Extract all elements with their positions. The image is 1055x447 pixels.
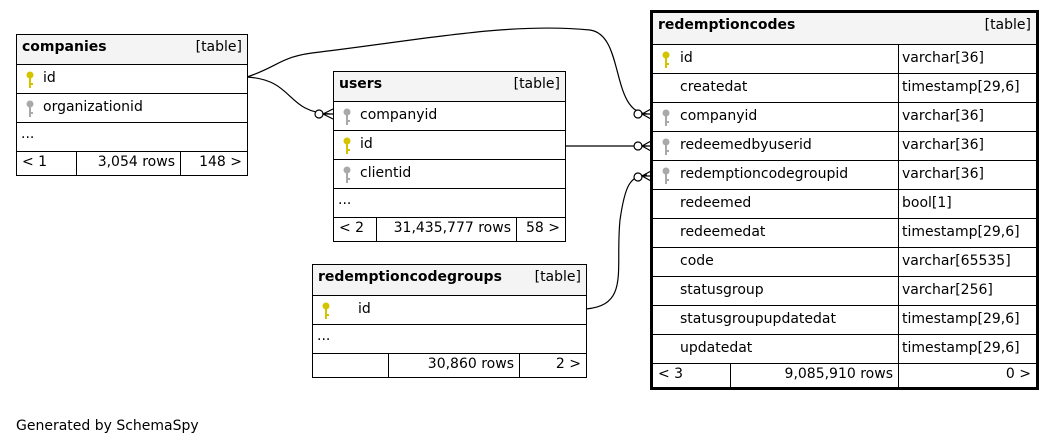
table-kind: [table] bbox=[195, 39, 242, 55]
marker-rc-redeemedbyuserid bbox=[633, 140, 652, 152]
column-name: companyid bbox=[680, 108, 758, 124]
table-redemptioncodegroups[interactable]: redemptioncodegroups [table] id ... 30,8… bbox=[312, 264, 587, 378]
column-type: timestamp[29,6] bbox=[898, 306, 1020, 334]
table-footer: < 2 31,435,777 rows 58 > bbox=[334, 217, 565, 241]
footer-parents[interactable] bbox=[313, 354, 388, 377]
column-name: id bbox=[680, 50, 693, 66]
foreign-key-icon bbox=[662, 109, 670, 126]
table-redemptioncodes[interactable]: redemptioncodes [table] id varchar[36] c… bbox=[650, 10, 1039, 390]
marker-users-companyid bbox=[314, 108, 334, 120]
table-companies[interactable]: companies [table] id organizationid ... … bbox=[16, 34, 248, 176]
table-kind: [table] bbox=[513, 76, 560, 92]
table-footer: 30,860 rows 2 > bbox=[313, 353, 586, 377]
footer-parents[interactable]: < 1 bbox=[22, 154, 48, 170]
primary-key-icon bbox=[26, 71, 34, 88]
column-type: timestamp[29,6] bbox=[898, 219, 1020, 247]
column-row[interactable]: clientid bbox=[334, 159, 565, 188]
more-columns: ... bbox=[17, 122, 247, 151]
column-row[interactable]: statusgroup varchar[256] bbox=[653, 276, 1036, 305]
table-kind: [table] bbox=[534, 269, 581, 285]
column-row[interactable]: companyid bbox=[334, 101, 565, 130]
primary-key-icon bbox=[322, 302, 330, 319]
footer-parents[interactable]: < 3 bbox=[658, 366, 684, 382]
column-name: statusgroupupdatedat bbox=[680, 311, 836, 327]
table-header: redemptioncodegroups [table] bbox=[313, 265, 586, 295]
more-columns: ... bbox=[334, 188, 565, 217]
edge-companies-redemptioncodes bbox=[246, 27, 648, 115]
primary-key-icon bbox=[343, 137, 351, 154]
column-name: redeemedbyuserid bbox=[680, 137, 812, 153]
column-row[interactable]: redeemedat timestamp[29,6] bbox=[653, 218, 1036, 247]
column-row[interactable]: id varchar[36] bbox=[653, 44, 1036, 73]
column-type: timestamp[29,6] bbox=[898, 74, 1020, 102]
column-name: id bbox=[360, 136, 373, 152]
edge-companies-users bbox=[246, 76, 331, 115]
column-name: redeemedat bbox=[680, 224, 766, 240]
column-row[interactable]: statusgroupupdatedat timestamp[29,6] bbox=[653, 305, 1036, 334]
table-name: users bbox=[339, 76, 383, 92]
column-row[interactable]: updatedat timestamp[29,6] bbox=[653, 334, 1036, 363]
primary-key-icon bbox=[662, 51, 670, 68]
column-row[interactable]: id bbox=[334, 130, 565, 159]
column-name: companyid bbox=[360, 107, 438, 123]
generated-by-label: Generated by SchemaSpy bbox=[16, 418, 199, 434]
table-name: redemptioncodes bbox=[658, 17, 796, 33]
column-row[interactable]: companyid varchar[36] bbox=[653, 102, 1036, 131]
footer-children[interactable]: 0 > bbox=[898, 364, 1036, 387]
footer-children[interactable]: 58 > bbox=[516, 218, 565, 241]
foreign-key-icon bbox=[343, 166, 351, 183]
column-name: id bbox=[358, 301, 371, 317]
column-row[interactable]: id bbox=[17, 64, 247, 93]
table-kind: [table] bbox=[984, 17, 1031, 33]
column-type: varchar[36] bbox=[898, 161, 984, 189]
footer-rows: 9,085,910 rows bbox=[730, 364, 898, 387]
column-type: varchar[256] bbox=[898, 277, 993, 305]
table-header: companies [table] bbox=[17, 35, 247, 64]
table-header: redemptioncodes [table] bbox=[653, 13, 1036, 44]
column-type: timestamp[29,6] bbox=[898, 335, 1020, 363]
column-name: redemptioncodegroupid bbox=[680, 166, 849, 182]
foreign-key-icon bbox=[662, 138, 670, 155]
column-name: updatedat bbox=[680, 340, 753, 356]
column-name: id bbox=[43, 70, 56, 86]
column-row[interactable]: redeemedbyuserid varchar[36] bbox=[653, 131, 1036, 160]
footer-rows: 31,435,777 rows bbox=[376, 218, 516, 241]
column-row[interactable]: redeemed bool[1] bbox=[653, 189, 1036, 218]
column-name: code bbox=[680, 253, 714, 269]
column-name: redeemed bbox=[680, 195, 752, 211]
footer-children[interactable]: 2 > bbox=[519, 354, 586, 377]
column-row[interactable]: id bbox=[313, 295, 586, 324]
marker-rc-redemptioncodegroupid bbox=[633, 170, 652, 182]
table-name: redemptioncodegroups bbox=[318, 269, 502, 285]
table-header: users [table] bbox=[334, 72, 565, 101]
edge-groups-redemptioncodes bbox=[585, 174, 648, 310]
foreign-key-icon bbox=[343, 108, 351, 125]
column-name: statusgroup bbox=[680, 282, 764, 298]
footer-parents[interactable]: < 2 bbox=[339, 220, 365, 236]
column-row[interactable]: createdat timestamp[29,6] bbox=[653, 73, 1036, 102]
column-type: varchar[36] bbox=[898, 132, 984, 160]
foreign-key-icon bbox=[662, 167, 670, 184]
foreign-key-icon bbox=[26, 100, 34, 117]
column-name: clientid bbox=[360, 165, 412, 181]
column-type: bool[1] bbox=[898, 190, 952, 218]
column-name: organizationid bbox=[43, 99, 143, 115]
footer-rows: 30,860 rows bbox=[388, 354, 519, 377]
column-row[interactable]: organizationid bbox=[17, 93, 247, 122]
table-name: companies bbox=[22, 39, 107, 55]
table-users[interactable]: users [table] companyid id clientid ... … bbox=[333, 71, 566, 242]
table-footer: < 1 3,054 rows 148 > bbox=[17, 151, 247, 175]
footer-children[interactable]: 148 > bbox=[180, 152, 247, 175]
table-footer: < 3 9,085,910 rows 0 > bbox=[653, 363, 1036, 387]
column-type: varchar[36] bbox=[898, 103, 984, 131]
column-type: varchar[36] bbox=[898, 45, 984, 73]
column-row[interactable]: redemptioncodegroupid varchar[36] bbox=[653, 160, 1036, 189]
column-type: varchar[65535] bbox=[898, 248, 1011, 276]
marker-rc-companyid bbox=[633, 108, 652, 120]
footer-rows: 3,054 rows bbox=[76, 152, 180, 175]
column-name: createdat bbox=[680, 79, 748, 95]
more-columns: ... bbox=[313, 324, 586, 353]
column-row[interactable]: code varchar[65535] bbox=[653, 247, 1036, 276]
